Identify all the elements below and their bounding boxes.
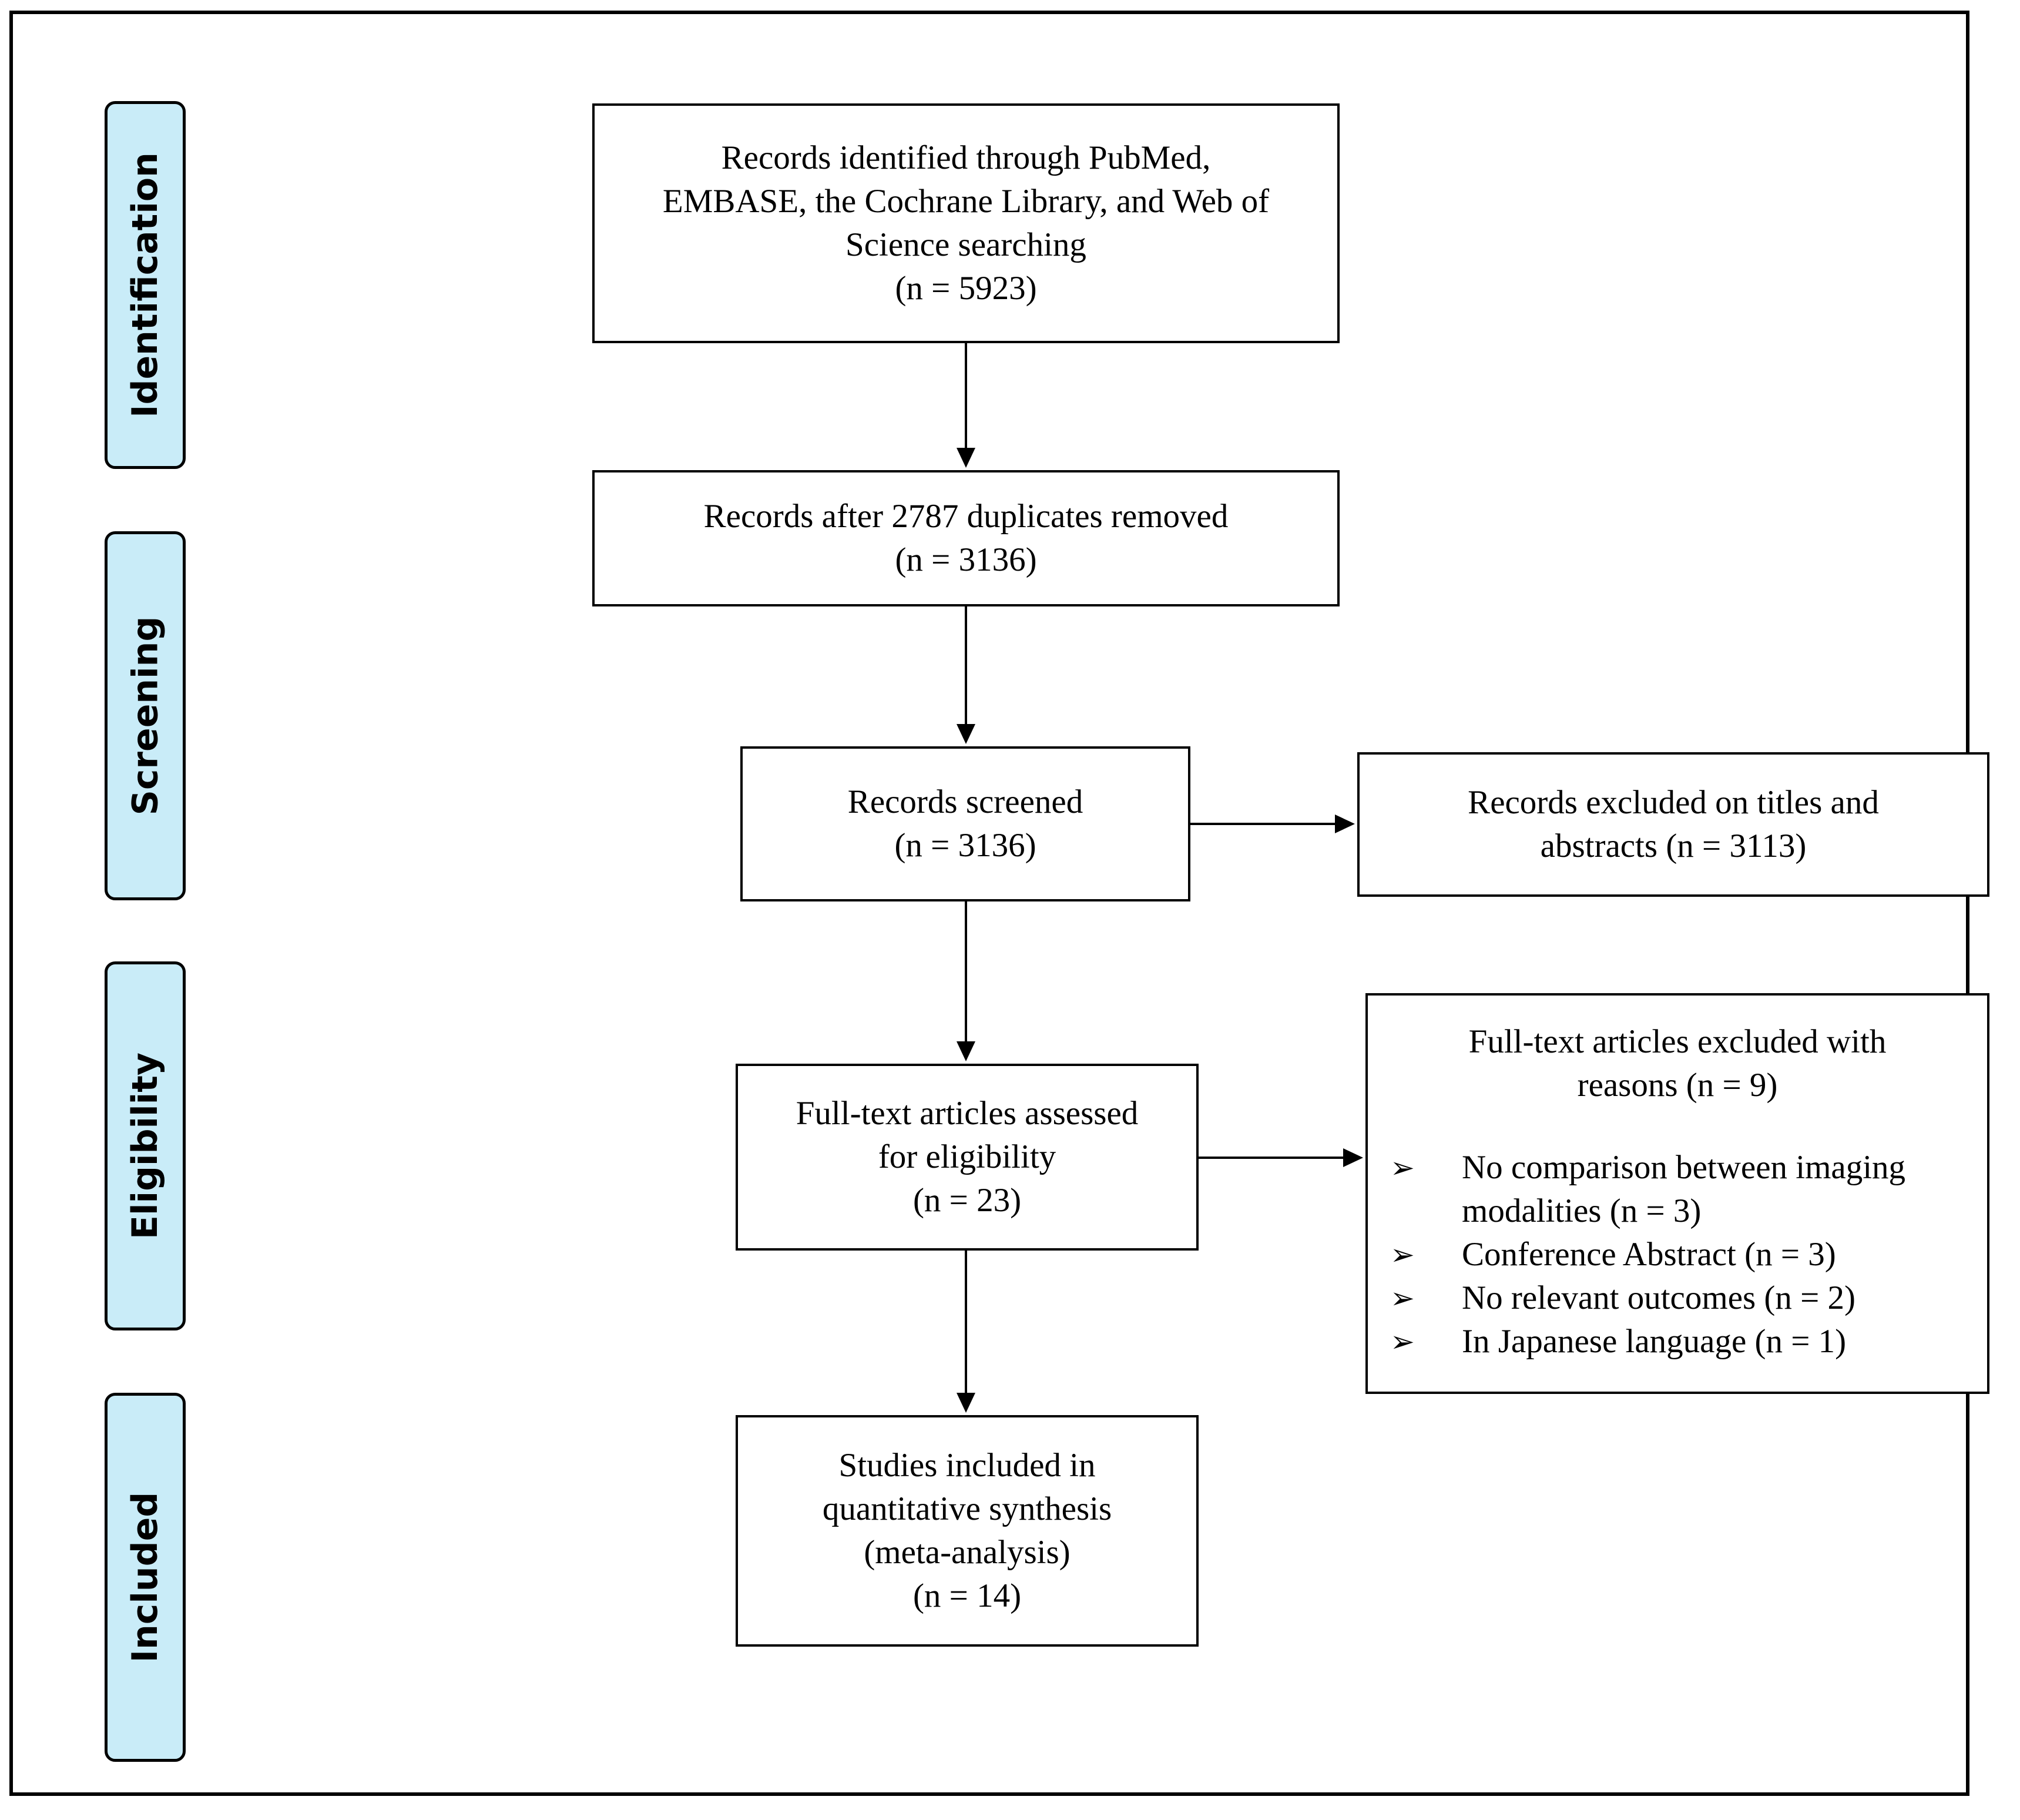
fulltext-assessed-box: Full-text articles assessed for eligibil…: [736, 1064, 1199, 1251]
reason-text: No relevant outcomes (n = 2): [1462, 1279, 1856, 1316]
box-text: Studies included in: [838, 1447, 1096, 1484]
reason-text: Conference Abstract (n = 3): [1462, 1236, 1836, 1273]
reason-text: In Japanese language (n = 1): [1462, 1323, 1847, 1360]
duplicates-removed-box: Records after 2787 duplicates removed (n…: [592, 470, 1340, 606]
stage-identification: Identification: [105, 101, 186, 469]
exclusion-reasons-list: ➢ No comparison between imaging modaliti…: [1368, 1146, 1987, 1363]
arrowhead: [957, 724, 975, 744]
list-item: ➢ No comparison between imaging modaliti…: [1368, 1146, 1987, 1233]
box-text: EMBASE, the Cochrane Library, and Web of: [662, 183, 1270, 220]
arrowhead: [957, 448, 975, 468]
records-excluded-box: Records excluded on titles and abstracts…: [1357, 752, 1989, 897]
arrow-bullet-icon: ➢: [1390, 1281, 1415, 1315]
stage-included: Included: [105, 1393, 186, 1762]
box-text: Records excluded on titles and: [1468, 784, 1879, 821]
fulltext-excluded-box: Full-text articles excluded with reasons…: [1365, 993, 1989, 1394]
box-text: reasons (n = 9): [1577, 1067, 1778, 1104]
box-text: abstracts (n = 3113): [1540, 827, 1807, 864]
box-text: Records identified through PubMed,: [721, 139, 1211, 176]
box-text: Science searching: [845, 226, 1086, 263]
box-text: quantitative synthesis: [822, 1490, 1112, 1527]
box-text: (meta-analysis): [864, 1534, 1071, 1571]
box-text: for eligibility: [878, 1138, 1056, 1175]
box-text: Full-text articles excluded with: [1468, 1023, 1887, 1060]
studies-included-box: Studies included in quantitative synthes…: [736, 1415, 1199, 1647]
arrow-bullet-icon: ➢: [1390, 1238, 1415, 1272]
arrowhead: [957, 1393, 975, 1413]
reason-text: modalities (n = 3): [1462, 1192, 1702, 1229]
box-text: (n = 3136): [895, 541, 1037, 578]
box-text: Full-text articles assessed: [796, 1095, 1139, 1132]
box-text: (n = 3136): [894, 827, 1036, 864]
box-text: (n = 14): [912, 1577, 1022, 1614]
list-item: ➢ In Japanese language (n = 1): [1368, 1320, 1987, 1363]
arrowhead: [1343, 1148, 1363, 1167]
arrowhead: [1335, 815, 1355, 833]
exclusion-heading: Full-text articles excluded with reasons…: [1368, 1020, 1987, 1107]
box-text: Records after 2787 duplicates removed: [703, 498, 1229, 535]
arrow-bullet-icon: ➢: [1390, 1325, 1415, 1359]
box-text: (n = 5923): [895, 270, 1037, 307]
list-item: ➢ Conference Abstract (n = 3): [1368, 1233, 1987, 1276]
box-text: (n = 23): [912, 1182, 1022, 1219]
arrow-bullet-icon: ➢: [1390, 1151, 1415, 1185]
box-text: Records screened: [847, 783, 1083, 820]
stage-eligibility: Eligibility: [105, 961, 186, 1330]
stage-screening: Screening: [105, 531, 186, 900]
list-item: ➢ No relevant outcomes (n = 2): [1368, 1276, 1987, 1320]
arrowhead: [957, 1041, 975, 1061]
reason-text: No comparison between imaging: [1462, 1149, 1906, 1186]
records-identified-box: Records identified through PubMed, EMBAS…: [592, 103, 1340, 343]
records-screened-box: Records screened (n = 3136): [740, 746, 1190, 901]
